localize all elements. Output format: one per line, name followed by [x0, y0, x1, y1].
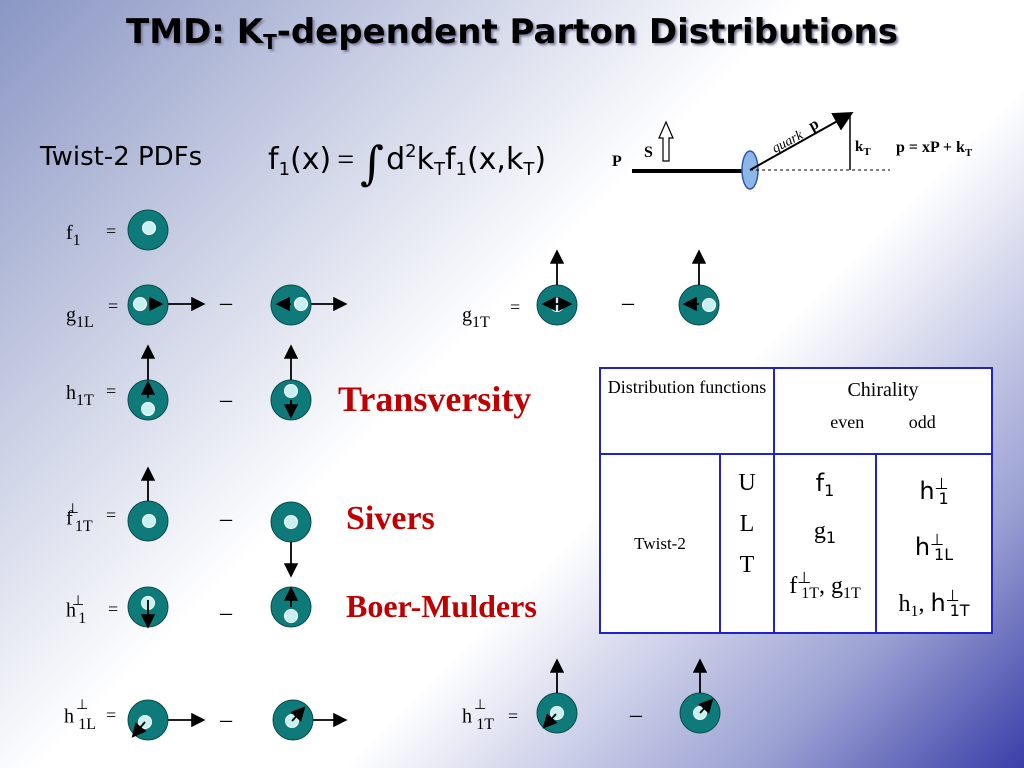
minus-g1T: – [622, 290, 634, 316]
label-h1Tperp: h⊥1T [462, 698, 494, 733]
minus-h1perp: – [220, 600, 232, 626]
eq-h1Lperp: = [106, 705, 117, 725]
page-title: TMD: KT-dependent Parton Distributions [126, 12, 898, 54]
label-boer-mulders: Boer-Mulders [346, 588, 537, 624]
label-relation: p = xP + kT [896, 139, 973, 159]
minus-g1L: – [220, 290, 232, 316]
minus-h1Tperp: – [630, 702, 642, 728]
label-sivers: Sivers [346, 500, 435, 537]
kinematics-diagram: P S quark p kT p = xP + kT [612, 112, 973, 190]
eq-g1L: = [108, 296, 119, 316]
eq-h1T: = [106, 381, 117, 401]
h1T-b-quark [284, 384, 298, 398]
h1T-a-quark [141, 402, 155, 416]
label-f1Tperp: f⊥1T [66, 502, 93, 535]
twist2-label: Twist-2 PDFs [40, 142, 203, 172]
f1Tperp-a-quark [142, 514, 156, 528]
chirality-table: Distribution functions Chirality even od… [599, 367, 993, 634]
quark-momentum-arrow [749, 112, 854, 171]
label-h1perp: h⊥1 [66, 594, 87, 627]
h1perp-b-quark [284, 609, 298, 623]
minus-h1Lperp: – [220, 707, 232, 733]
label-g1L: g1L [66, 304, 94, 331]
table-odd: odd [908, 412, 936, 432]
label-h1Lperp: h⊥1L [64, 698, 96, 733]
table-even-column: f1 g1 f⊥1T, g1T [773, 453, 877, 634]
g1T-a-quark [550, 298, 564, 312]
label-g1T: g1T [462, 304, 490, 331]
f1Tperp-b-quark [284, 515, 298, 529]
h1Tperp-a-quark-arrow-0 [542, 713, 558, 729]
minus-h1T: – [220, 387, 232, 413]
table-header-chirality: Chirality even odd [773, 367, 993, 455]
f1-quark [142, 221, 156, 235]
minus-f1Tperp: – [220, 506, 232, 532]
integral-formula: f1(x)=∫d2kTf1(x,kT) [268, 136, 547, 190]
h1Lperp-a-quark-arrow-0 [131, 721, 147, 738]
eq-h1perp: = [108, 599, 119, 619]
eq-g1T: = [510, 297, 521, 317]
label-transversity: Transversity [338, 379, 532, 419]
h1Lperp-b-quark-arrow-0 [290, 706, 306, 722]
g1L-b-nucleon [270, 284, 312, 326]
g1T-b-quark [702, 298, 716, 312]
label-h1T: h1T [66, 382, 94, 409]
eq-h1Tperp: = [508, 706, 519, 726]
eq-f1: = [106, 221, 117, 241]
table-even: even [830, 412, 865, 432]
spin-arrow-icon [658, 120, 674, 162]
g1L-b-quark [294, 297, 308, 311]
label-f1: f1 [66, 222, 81, 249]
label-S: S [644, 144, 653, 161]
table-header-distribution: Distribution functions [599, 367, 775, 455]
g1L-a-quark [133, 297, 147, 311]
label-kt: kT [855, 139, 871, 158]
label-P: P [612, 153, 622, 170]
eq-f1Tperp: = [106, 505, 117, 525]
h1Tperp-b-quark-arrow-0 [698, 698, 714, 714]
table-row-twist2: Twist-2 [599, 453, 721, 634]
diagram-layer [127, 209, 721, 741]
table-odd-column: h⊥1 h⊥1L h1, h⊥1T [875, 453, 993, 634]
g1L-a-nucleon [127, 284, 169, 326]
